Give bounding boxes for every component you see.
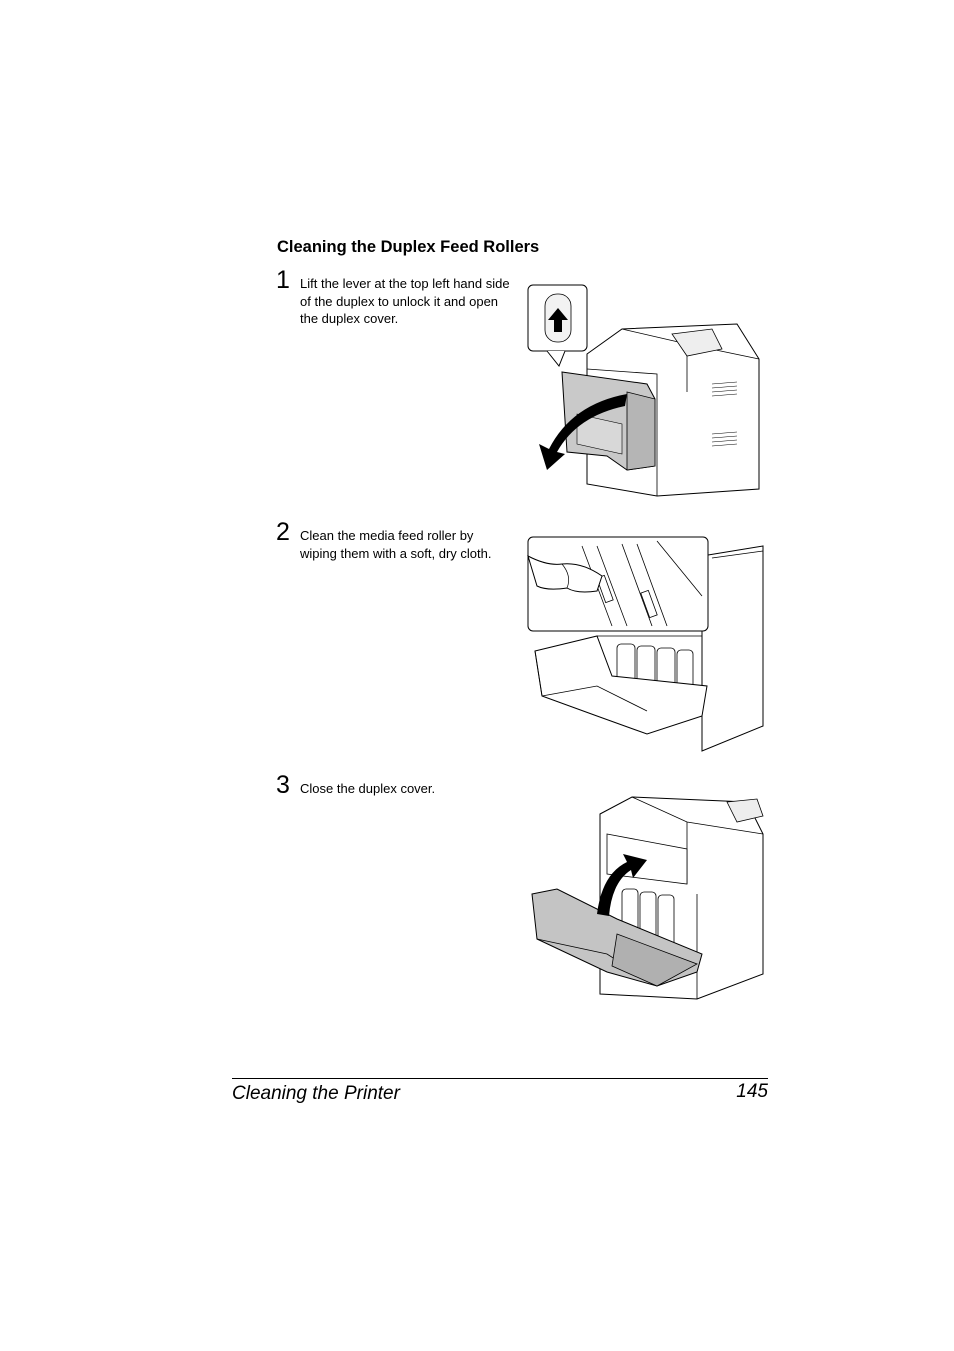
step-1-number: 1 bbox=[276, 266, 290, 294]
step-2-illustration bbox=[527, 536, 764, 752]
step-3-illustration bbox=[531, 796, 764, 1000]
step-2-number: 2 bbox=[276, 518, 290, 546]
footer-rule bbox=[232, 1078, 768, 1079]
step-1-illustration bbox=[527, 284, 760, 497]
step-3-text: Close the duplex cover. bbox=[300, 781, 436, 796]
step-3-number: 3 bbox=[276, 771, 290, 799]
step-1-text: Lift the lever at the top left hand side… bbox=[300, 276, 510, 326]
footer-chapter-title: Cleaning the Printer bbox=[232, 1083, 400, 1104]
step-2-text: Clean the media feed roller by wiping th… bbox=[300, 528, 492, 561]
footer-page-number: 145 bbox=[736, 1081, 768, 1102]
section-heading: Cleaning the Duplex Feed Rollers bbox=[277, 238, 540, 256]
